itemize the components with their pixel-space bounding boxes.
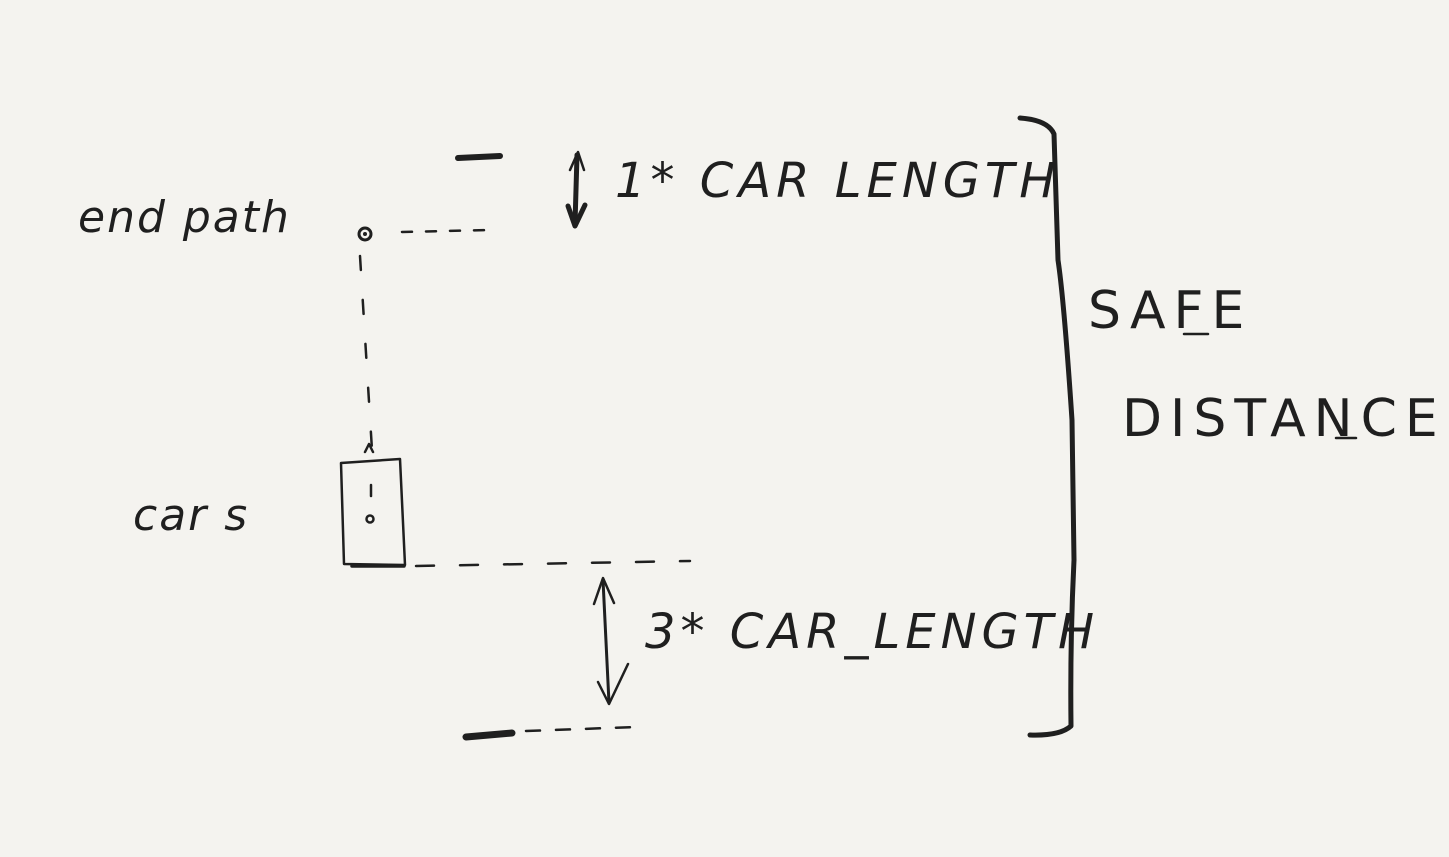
car-s-label: car s — [133, 490, 249, 541]
end-path-point-center — [363, 232, 367, 236]
rear-margin-arrow-shaft — [601, 578, 611, 705]
end-path-label: end path — [78, 192, 291, 243]
rear-margin-bottom-dashed-line — [524, 725, 638, 733]
end-path-point — [357, 226, 373, 242]
rear-margin-bottom-tick — [462, 729, 516, 741]
car-position-dot — [365, 514, 375, 524]
rear-margin-label: 3* CAR_LENGTH — [645, 604, 1099, 660]
safe-label: SAFE — [1088, 281, 1252, 341]
front-margin-top-tick — [455, 153, 503, 161]
safe-distance-bracket — [1017, 115, 1077, 738]
front-margin-arrow-shaft — [572, 152, 580, 227]
rear-margin-arrow-up-head — [592, 576, 616, 606]
front-margin-arrow-up-head — [568, 150, 586, 172]
path-arrow-tip — [363, 442, 375, 454]
front-margin-arrow-down-head — [565, 202, 588, 229]
car-rear-dashed-line — [414, 559, 692, 568]
distance-label: DISTANCE — [1122, 389, 1446, 449]
rear-margin-arrow-down-head — [596, 662, 630, 706]
path-vertical-dashed-line — [358, 254, 374, 452]
end-path-horizontal-dashed-line — [400, 228, 490, 234]
car-rectangle — [339, 457, 407, 567]
front-margin-label: 1* CAR LENGTH — [615, 153, 1060, 209]
